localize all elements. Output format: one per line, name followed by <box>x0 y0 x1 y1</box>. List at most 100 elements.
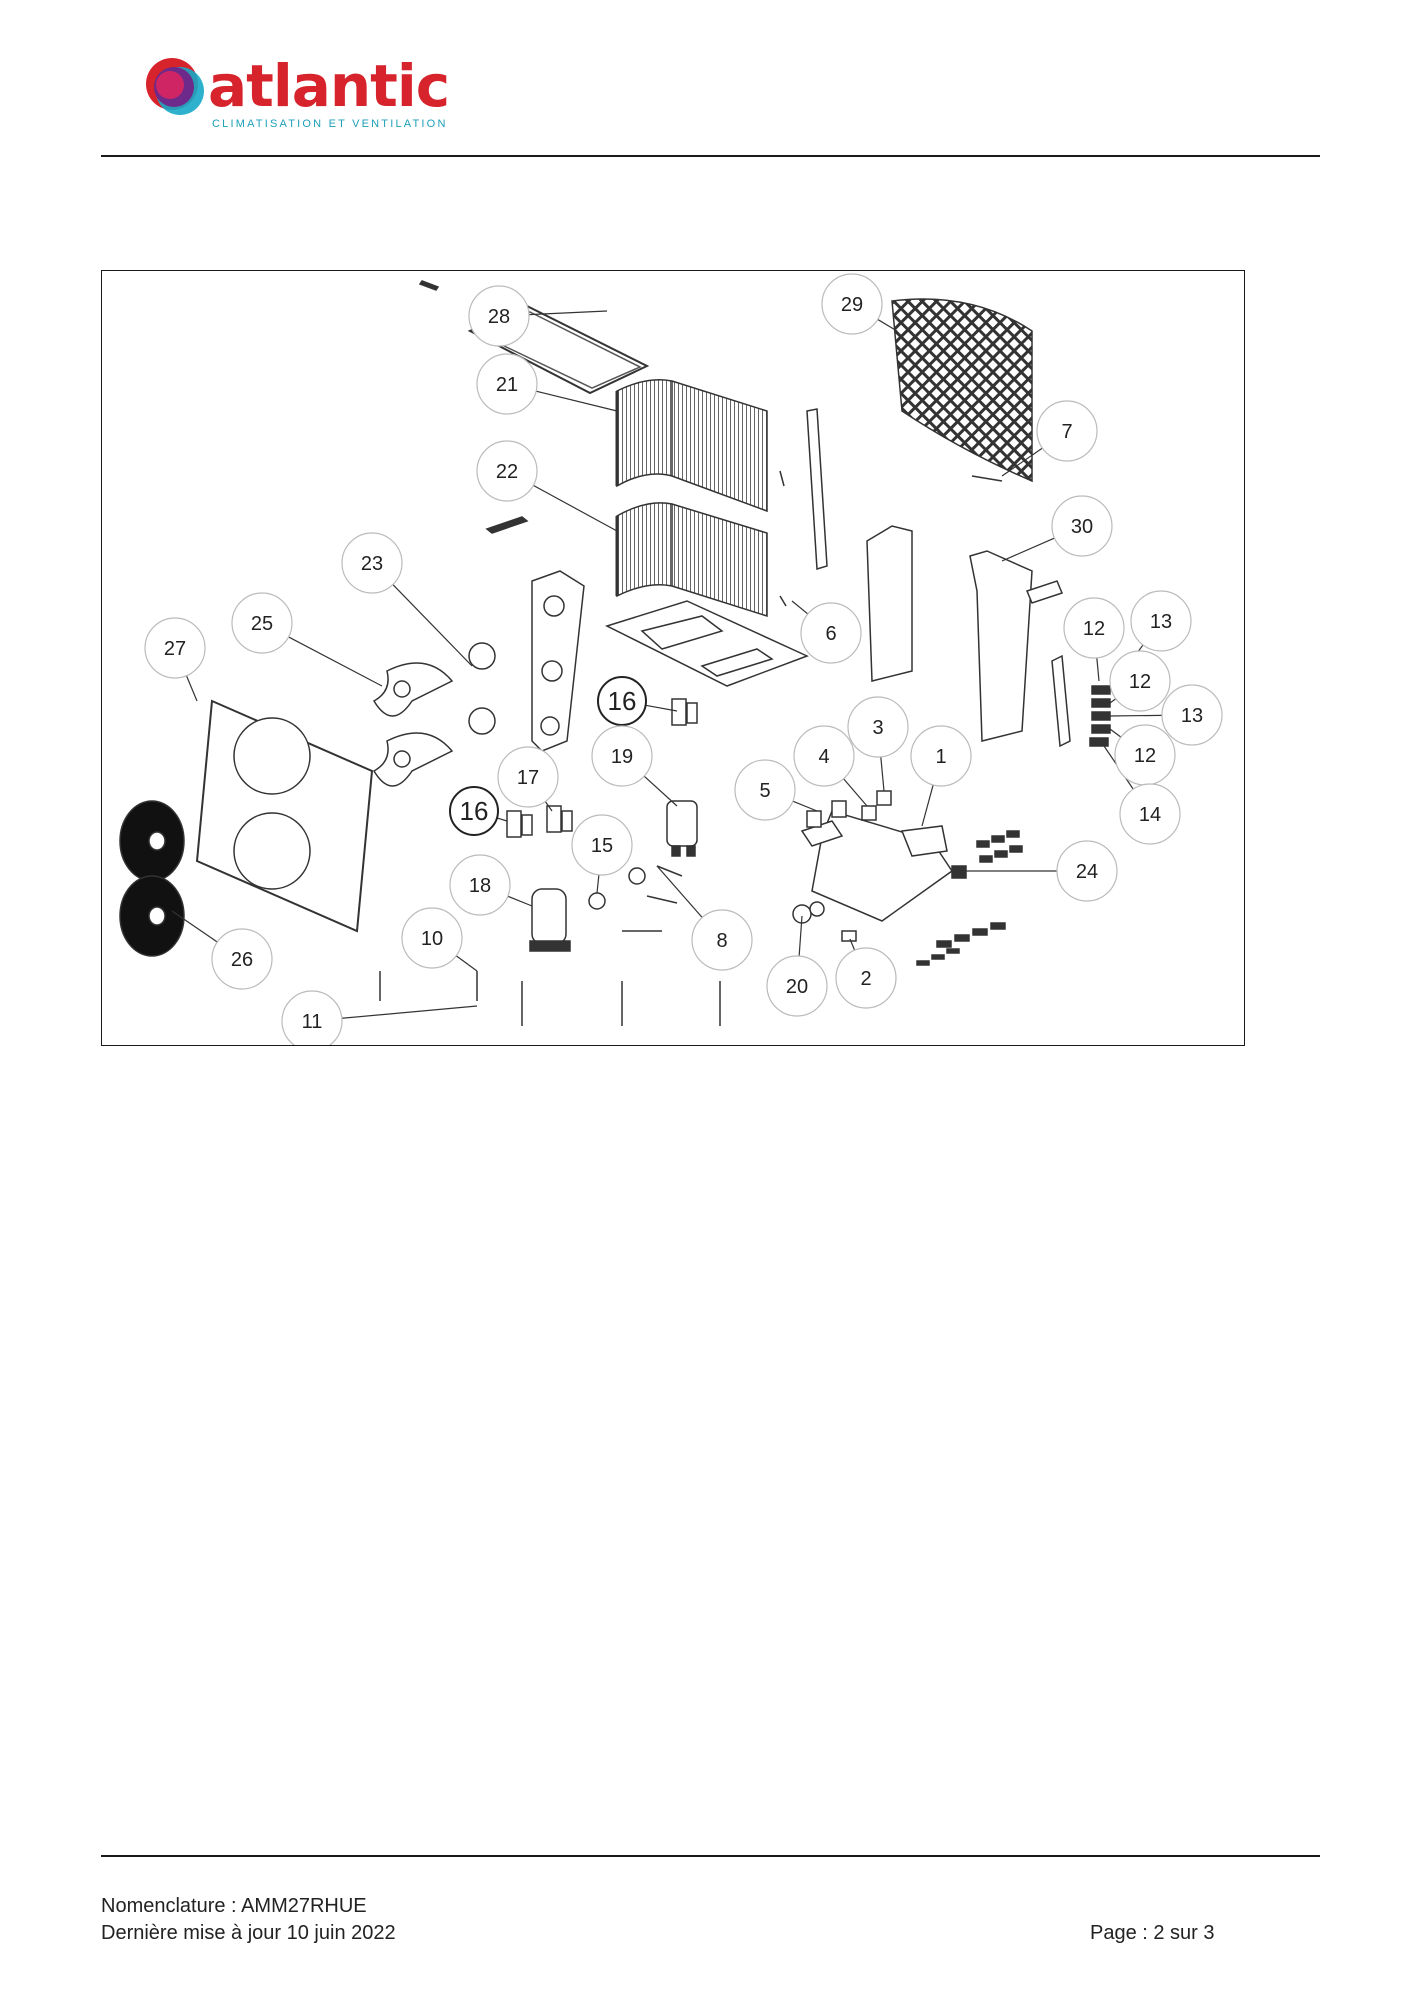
callout-circle <box>910 725 972 787</box>
callout-number-4: 4 <box>818 746 829 768</box>
callout-circle <box>691 909 753 971</box>
callout-number-14: 14 <box>1139 804 1161 826</box>
callout-leader-line <box>171 910 218 943</box>
callout-number-17: 17 <box>517 767 539 789</box>
callout-number-26: 26 <box>231 949 253 971</box>
callout-leader-line <box>843 778 868 807</box>
callout-number-20: 20 <box>786 976 808 998</box>
callout-circle <box>211 928 273 990</box>
atlantic-logo: atlantic CLIMATISATION ET VENTILATION <box>120 44 480 134</box>
callout-leader-line <box>849 938 856 951</box>
callout-leader-line <box>341 1005 478 1019</box>
plate-part <box>900 825 948 857</box>
callout-leader-line <box>533 484 618 532</box>
callout-circle <box>476 440 538 502</box>
callout-circle <box>1130 590 1192 652</box>
connector-part <box>916 830 1023 966</box>
callout-number-1: 1 <box>935 746 946 768</box>
callout-number-16: 16 <box>608 686 637 716</box>
callout-circle <box>1161 684 1223 746</box>
callout-leader-line <box>791 600 809 615</box>
callout-number-10: 10 <box>421 928 443 950</box>
reactor-part <box>506 810 533 838</box>
component-part <box>876 790 892 806</box>
coil-lower-part <box>615 502 768 618</box>
page-number: Page : 2 sur 3 <box>1090 1922 1215 1944</box>
callout-number-13: 13 <box>1150 611 1172 633</box>
callout-circle <box>821 273 883 335</box>
callout-leader-line <box>1001 447 1043 477</box>
callout-number-3: 3 <box>872 717 883 739</box>
pipe-part <box>622 865 683 932</box>
callout-leader-line <box>1096 657 1100 682</box>
callout-circle <box>497 746 559 808</box>
callout-circle <box>793 725 855 787</box>
callout-circle <box>800 602 862 664</box>
logo-mark-icon <box>146 58 204 115</box>
fan-motor-part <box>468 642 496 670</box>
valve-part <box>809 901 825 917</box>
callout-circle <box>847 696 909 758</box>
reactor-part <box>671 698 698 726</box>
callout-number-24: 24 <box>1076 861 1098 883</box>
nomenclature-label: Nomenclature : AMM27RHUE <box>101 1895 367 1917</box>
valve-part <box>628 867 646 885</box>
last-updated-label: Dernière mise à jour 10 juin 2022 <box>101 1922 396 1944</box>
component-part <box>841 930 857 942</box>
callout-circle <box>591 725 653 787</box>
callout-number-22: 22 <box>496 461 518 483</box>
callout-leader-line <box>645 704 678 712</box>
callout-circle <box>401 907 463 969</box>
partition-panel-part <box>531 570 585 752</box>
callout-number-5: 5 <box>759 780 770 802</box>
terminal-block-part <box>1051 654 1111 748</box>
logo-tagline: CLIMATISATION ET VENTILATION <box>212 118 448 130</box>
callout-leader-line <box>288 636 383 687</box>
callout-leader-line <box>1109 714 1163 717</box>
callout-number-15: 15 <box>591 835 613 857</box>
callout-number-13: 13 <box>1181 705 1203 727</box>
callout-circle <box>468 285 530 347</box>
rear-grille-part <box>891 298 1033 483</box>
bracket-part <box>485 516 529 534</box>
front-grille-part <box>119 800 185 957</box>
callout-leader-line <box>596 874 600 894</box>
fan-blade-part <box>372 662 454 717</box>
sensor-part <box>379 971 721 1026</box>
accumulator-part <box>666 800 698 857</box>
callout-number-19: 19 <box>611 746 633 768</box>
callout-leader-line <box>528 310 608 316</box>
front-panel-part <box>195 699 374 933</box>
callout-circle <box>1056 840 1118 902</box>
callout-leader-line <box>392 584 473 667</box>
callout-circle <box>341 532 403 594</box>
fan-blade-part <box>372 732 454 787</box>
callout-number-16: 16 <box>460 796 489 826</box>
callout-number-27: 27 <box>164 638 186 660</box>
right-panel-part <box>866 525 1064 742</box>
coil-upper-part <box>615 379 768 513</box>
footer-rule <box>101 1855 1320 1857</box>
callout-circle <box>597 676 647 726</box>
header-rule <box>101 155 1320 157</box>
callout-circle <box>1119 783 1181 845</box>
component-part <box>861 805 877 821</box>
callout-number-12: 12 <box>1129 671 1151 693</box>
callout-number-2: 2 <box>860 968 871 990</box>
callout-leader-line <box>880 756 885 792</box>
callout-number-12: 12 <box>1083 618 1105 640</box>
callout-number-29: 29 <box>841 294 863 316</box>
callout-number-21: 21 <box>496 374 518 396</box>
callout-circle <box>231 592 293 654</box>
compressor-part <box>529 888 571 952</box>
callout-leader-line <box>535 390 618 412</box>
logo-wordmark: atlantic <box>208 52 449 120</box>
valve-part <box>588 892 606 910</box>
callout-leader-line <box>877 318 898 332</box>
callout-leader-line <box>507 895 533 907</box>
callout-circle <box>734 759 796 821</box>
callout-leader-line <box>798 915 803 957</box>
callout-circle <box>476 353 538 415</box>
callout-number-8: 8 <box>716 930 727 952</box>
callout-leader-line <box>496 817 508 822</box>
